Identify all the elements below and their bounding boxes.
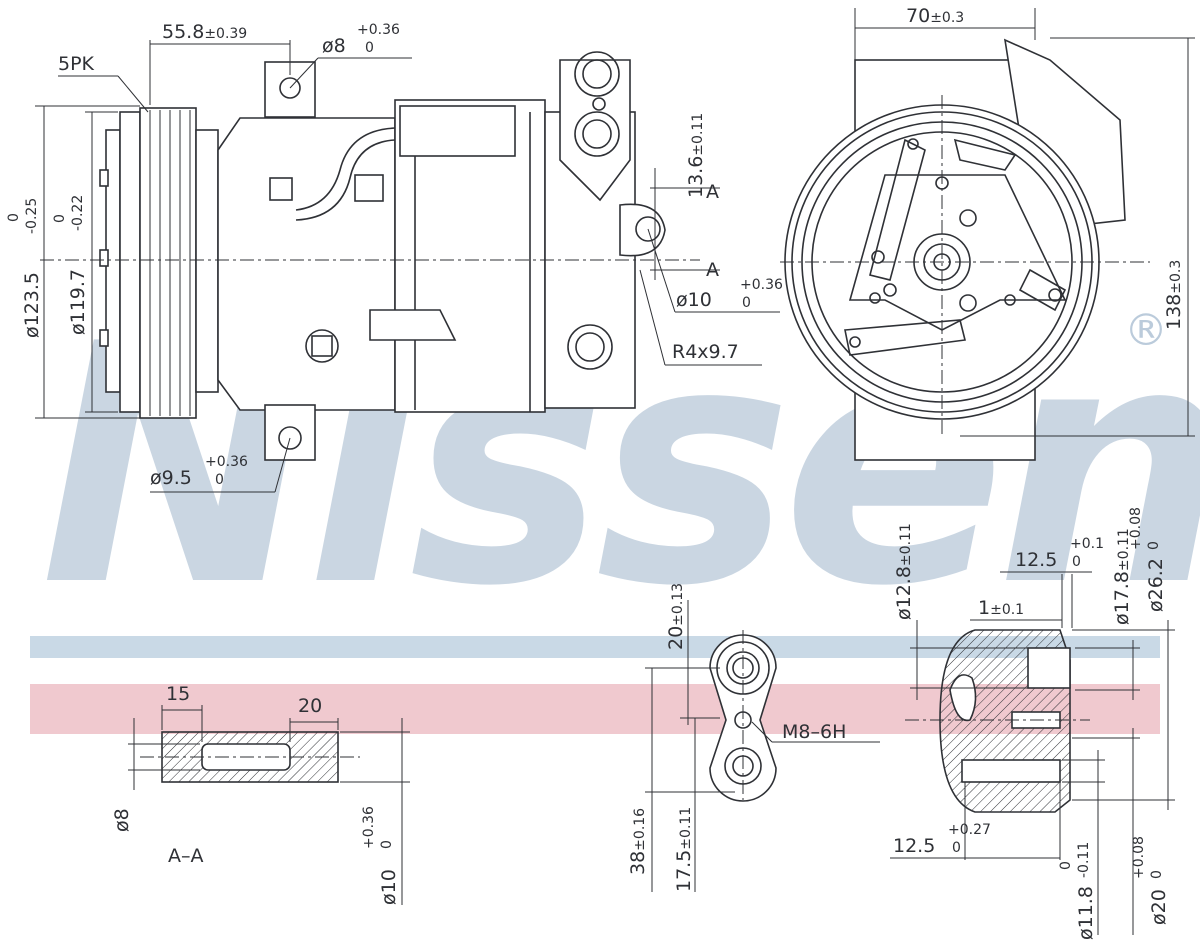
section-title: A–A xyxy=(168,845,204,867)
port-section: ø12.8±0.11 ø17.8±0.11 ø26.2 +0.08 0 12.5… xyxy=(890,507,1175,940)
dim-section-outer: ø10 xyxy=(378,869,400,905)
dim-ear-offset: 13.6±0.11 xyxy=(685,113,707,198)
dim-front-width: 70±0.3 xyxy=(906,5,964,27)
dim-section-bore: ø8 xyxy=(111,808,133,832)
dim-port-depth-bottom-tol-upper: +0.27 xyxy=(948,822,991,838)
dim-pulley-inner: ø119.7 xyxy=(67,269,89,335)
dim-hole-bottom: ø9.5 xyxy=(150,467,192,489)
dim-front-height: 138±0.3 xyxy=(1163,260,1185,330)
label-section-a-bottom: A xyxy=(706,259,719,281)
dim-hole-bottom-tol-upper: +0.36 xyxy=(205,454,248,470)
dim-port-dia-c-tol-upper: +0.08 xyxy=(1128,507,1144,550)
dim-ear-hole-tol-upper: +0.36 xyxy=(740,277,783,293)
label-belt: 5PK xyxy=(58,53,95,75)
dim-port-step: 1±0.1 xyxy=(978,597,1024,619)
dim-port-total: 38±0.16 xyxy=(627,808,649,875)
dim-port-depth-top-tol-lower: 0 xyxy=(1072,554,1081,570)
dim-pulley-outer-tol-lower: -0.25 xyxy=(24,198,40,234)
dim-port-dia-a: ø12.8±0.11 xyxy=(893,523,915,620)
dim-hole-top-tol-lower: 0 xyxy=(365,40,374,56)
dim-pulley-inner-tol-lower: -0.22 xyxy=(70,195,86,231)
dim-port-dia-e: ø20 xyxy=(1148,889,1170,925)
dim-port-dia-d-tol-upper: 0 xyxy=(1058,861,1074,870)
dim-ear-hole-tol-lower: 0 xyxy=(742,295,751,311)
label-section-a-top: A xyxy=(706,181,719,203)
dim-port-depth-bottom: 12.5 xyxy=(893,835,935,857)
front-view: 70±0.3 138±0.3 xyxy=(780,5,1195,461)
dim-port-thread: M8–6H xyxy=(782,721,846,743)
dim-port-dia-b: ø17.8±0.11 xyxy=(1111,528,1133,625)
dim-pulley-outer: ø123.5 xyxy=(21,272,43,338)
dim-pulley-inner-tol-upper: 0 xyxy=(52,214,68,223)
dim-section-len-a: 15 xyxy=(166,683,190,705)
dim-port-dia-c-tol-lower: 0 xyxy=(1146,541,1162,550)
watermark-band-blue xyxy=(30,636,1160,658)
dim-port-dia-c: ø26.2 xyxy=(1145,558,1167,612)
dim-port-depth-top-tol-upper: +0.1 xyxy=(1070,536,1104,552)
dim-port-dia-d-tol-lower: -0.11 xyxy=(1076,842,1092,878)
dim-hole-top: ø8 xyxy=(322,35,346,57)
dim-pulley-offset: 55.8±0.39 xyxy=(162,21,247,43)
dim-hole-top-tol-upper: +0.36 xyxy=(357,22,400,38)
dim-pulley-outer-tol-upper: 0 xyxy=(6,213,22,222)
dim-port-half: 17.5±0.11 xyxy=(673,807,695,892)
side-view: 55.8±0.39 ø8 +0.36 0 5PK ø123.5 0 -0.25 … xyxy=(6,21,783,493)
dim-port-dia-e-tol-upper: +0.08 xyxy=(1131,836,1147,879)
dim-section-outer-tol-lower: 0 xyxy=(379,840,395,849)
section-aa: 15 20 ø8 ø10 +0.36 0 A–A xyxy=(111,683,410,905)
dim-radius: R4x9.7 xyxy=(672,341,739,363)
dim-ear-hole: ø10 xyxy=(676,289,712,311)
dim-section-len-b: 20 xyxy=(298,695,322,717)
dim-section-outer-tol-upper: +0.36 xyxy=(361,806,377,849)
dim-port-depth-top: 12.5 xyxy=(1015,549,1057,571)
dim-port-depth-bottom-tol-lower: 0 xyxy=(952,840,961,856)
dim-port-dia-e-tol-lower: 0 xyxy=(1149,870,1165,879)
watermark-registered-mark: ® xyxy=(1124,305,1168,356)
dim-port-pitch: 20±0.13 xyxy=(665,583,687,650)
dim-port-dia-d: ø11.8 xyxy=(1075,886,1097,940)
dim-hole-bottom-tol-lower: 0 xyxy=(215,472,224,488)
compressor-body xyxy=(217,51,666,461)
port-flange: 20±0.13 38±0.16 17.5±0.11 M8–6H xyxy=(627,583,880,892)
pulley xyxy=(99,107,219,419)
